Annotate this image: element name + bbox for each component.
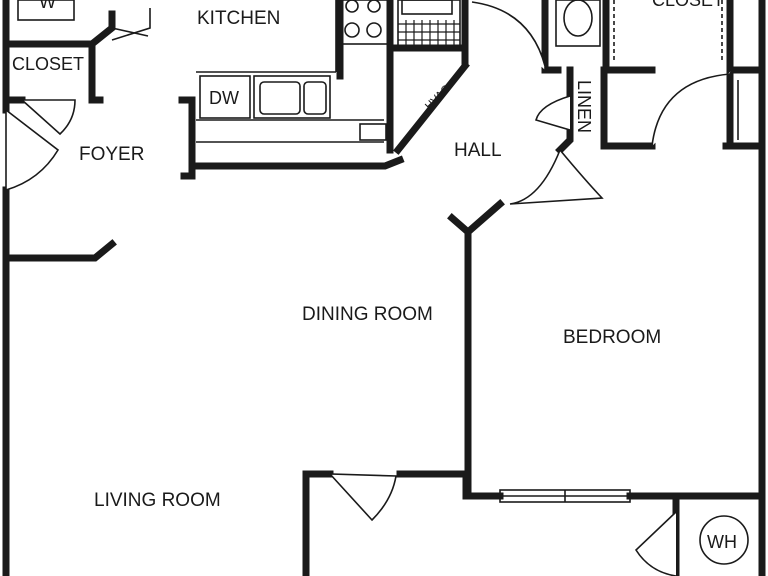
room-labels: KITCHEN FOYER HALL DINING ROOM LIVING RO…	[12, 0, 724, 511]
closet-left-label: CLOSET	[12, 54, 84, 74]
hvac-label: HVAC	[423, 83, 453, 113]
dining-room-label: DINING ROOM	[302, 304, 433, 325]
dishwasher-label: DW	[209, 88, 239, 108]
foyer-label: FOYER	[79, 144, 144, 165]
bedroom-label: BEDROOM	[563, 327, 661, 348]
linen-label: LINEN	[574, 80, 594, 133]
fixtures-lines	[17, 0, 749, 565]
doors	[5, 1, 733, 576]
kitchen-label: KITCHEN	[197, 8, 280, 29]
living-room-label: LIVING ROOM	[94, 490, 221, 511]
closet-top-label: CLOSET	[652, 0, 724, 10]
hall-label: HALL	[454, 140, 502, 161]
washer-label: W	[39, 0, 56, 12]
water-heater-label: WH	[707, 532, 737, 552]
